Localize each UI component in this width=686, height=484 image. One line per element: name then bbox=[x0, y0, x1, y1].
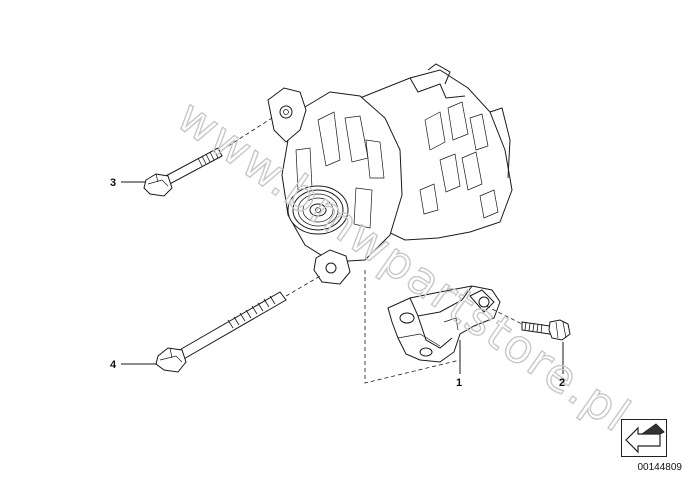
assembly-lines bbox=[221, 117, 523, 384]
bolt-lower bbox=[155, 291, 287, 373]
leader-lines bbox=[121, 181, 564, 374]
bracket bbox=[387, 285, 501, 363]
alternator bbox=[267, 63, 513, 285]
drawing-number: 00144809 bbox=[637, 462, 683, 473]
bolt-upper bbox=[143, 147, 223, 197]
bolt-short bbox=[521, 319, 571, 341]
callout-1[interactable]: 1 bbox=[456, 377, 462, 389]
callout-3[interactable]: 3 bbox=[110, 177, 116, 189]
callout-2[interactable]: 2 bbox=[559, 377, 565, 389]
arrow-glyph bbox=[625, 423, 665, 454]
callout-4[interactable]: 4 bbox=[110, 359, 117, 371]
arrow-down-left-icon[interactable] bbox=[621, 419, 667, 457]
